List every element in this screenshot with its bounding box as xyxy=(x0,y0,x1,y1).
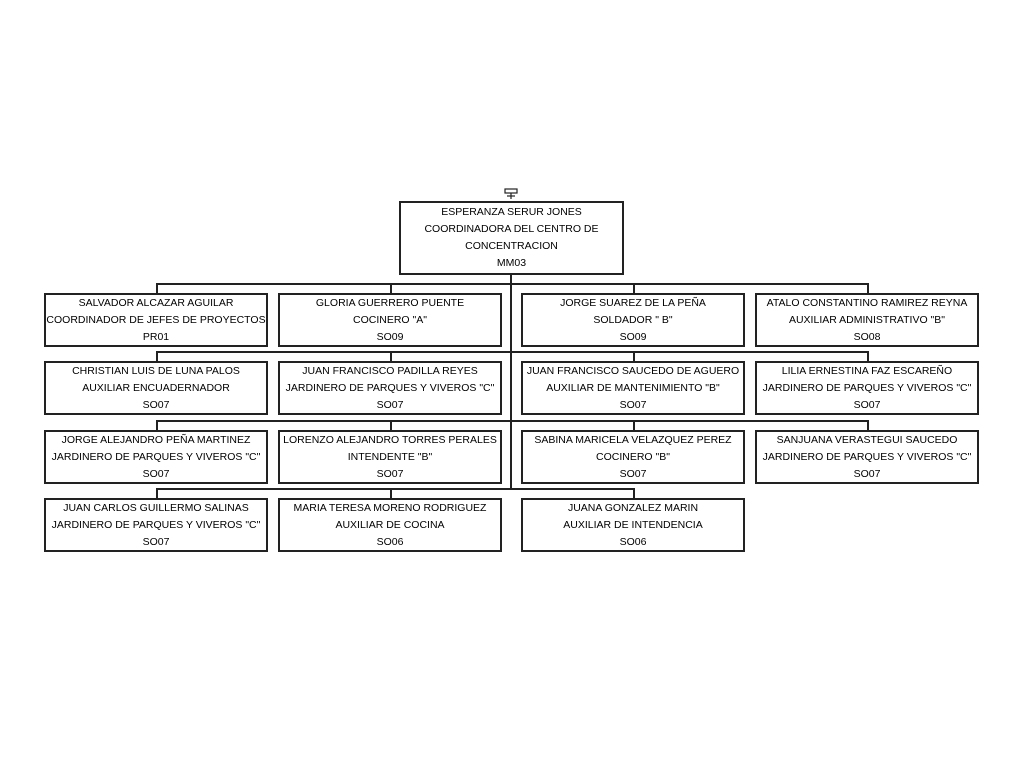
row-connector-4 xyxy=(156,488,633,490)
drop-line-3-4 xyxy=(867,420,869,430)
employee-name: LILIA ERNESTINA FAZ ESCAREÑO xyxy=(781,364,953,377)
row-connector-2 xyxy=(156,351,867,353)
job-title: AUXILIAR ENCUADERNADOR xyxy=(82,381,230,394)
employee-name: JUAN FRANCISCO PADILLA REYES xyxy=(302,364,478,377)
job-title: JARDINERO DE PARQUES Y VIVEROS "C" xyxy=(285,381,495,394)
position-box: JORGE SUAREZ DE LA PEÑA SOLDADOR " B" SO09 xyxy=(521,293,745,347)
drop-line-4-2 xyxy=(390,488,392,498)
employee-name: MARIA TERESA MORENO RODRIGUEZ xyxy=(293,501,487,514)
drop-line-4-3 xyxy=(633,488,635,498)
job-title: AUXILIAR DE COCINA xyxy=(335,518,445,531)
position-box: SABINA MARICELA VELAZQUEZ PEREZ COCINERO … xyxy=(521,430,745,484)
job-title: JARDINERO DE PARQUES Y VIVEROS "C" xyxy=(51,450,261,463)
job-title: COCINERO "B" xyxy=(596,450,670,463)
job-title: COCINERO "A" xyxy=(353,313,427,326)
position-box: LILIA ERNESTINA FAZ ESCAREÑO JARDINERO DE… xyxy=(755,361,979,415)
job-code: SO07 xyxy=(376,467,404,480)
job-title: JARDINERO DE PARQUES Y VIVEROS "C" xyxy=(51,518,261,531)
root-box: ESPERANZA SERUR JONES COORDINADORA DEL C… xyxy=(399,201,624,275)
position-box: SALVADOR ALCAZAR AGUILAR COORDINADOR DE J… xyxy=(44,293,268,347)
employee-name: SABINA MARICELA VELAZQUEZ PEREZ xyxy=(534,433,732,446)
job-title: COORDINADOR DE JEFES DE PROYECTOS xyxy=(46,313,266,326)
drop-line-1-2 xyxy=(390,283,392,293)
drop-line-3-3 xyxy=(633,420,635,430)
job-code: SO07 xyxy=(619,398,647,411)
trunk-line xyxy=(510,275,512,490)
job-code: SO09 xyxy=(619,330,647,343)
drop-line-2-3 xyxy=(633,351,635,361)
job-code: SO07 xyxy=(853,467,881,480)
drop-line-3-2 xyxy=(390,420,392,430)
root-code: MM03 xyxy=(496,257,527,269)
root-name: ESPERANZA SERUR JONES xyxy=(441,206,582,218)
employee-name: GLORIA GUERRERO PUENTE xyxy=(315,296,465,309)
org-chart-icon xyxy=(504,188,518,199)
drop-line-1-1 xyxy=(156,283,158,293)
job-code: SO07 xyxy=(142,398,170,411)
job-code: SO06 xyxy=(376,535,404,548)
employee-name: JUAN CARLOS GUILLERMO SALINAS xyxy=(63,501,249,514)
row-connector-1 xyxy=(156,283,867,285)
drop-line-2-4 xyxy=(867,351,869,361)
employee-name: JORGE ALEJANDRO PEÑA MARTINEZ xyxy=(61,433,251,446)
job-title: AUXILIAR ADMINISTRATIVO "B" xyxy=(788,313,946,326)
employee-name: JUANA GONZALEZ MARIN xyxy=(567,501,699,514)
position-box: ATALO CONSTANTINO RAMIREZ REYNA AUXILIAR … xyxy=(755,293,979,347)
job-title: JARDINERO DE PARQUES Y VIVEROS "C" xyxy=(762,450,972,463)
position-box: GLORIA GUERRERO PUENTE COCINERO "A" SO09 xyxy=(278,293,502,347)
root-title-line1: COORDINADORA DEL CENTRO DE xyxy=(424,223,599,235)
job-code: SO07 xyxy=(376,398,404,411)
drop-line-2-1 xyxy=(156,351,158,361)
job-title: AUXILIAR DE INTENDENCIA xyxy=(563,518,703,531)
drop-line-3-1 xyxy=(156,420,158,430)
row-connector-3 xyxy=(156,420,867,422)
position-box: JUAN CARLOS GUILLERMO SALINAS JARDINERO D… xyxy=(44,498,268,552)
job-code: PR01 xyxy=(142,330,170,343)
job-code: SO07 xyxy=(142,467,170,480)
job-title: AUXILIAR DE MANTENIMIENTO "B" xyxy=(546,381,720,394)
job-code: SO09 xyxy=(376,330,404,343)
job-code: SO07 xyxy=(619,467,647,480)
drop-line-4-1 xyxy=(156,488,158,498)
employee-name: JORGE SUAREZ DE LA PEÑA xyxy=(560,296,706,309)
position-box: JUANA GONZALEZ MARIN AUXILIAR DE INTENDEN… xyxy=(521,498,745,552)
position-box: LORENZO ALEJANDRO TORRES PERALES INTENDEN… xyxy=(278,430,502,484)
drop-line-1-3 xyxy=(633,283,635,293)
job-code: SO06 xyxy=(619,535,647,548)
employee-name: SANJUANA VERASTEGUI SAUCEDO xyxy=(776,433,958,446)
position-box: JUAN FRANCISCO SAUCEDO DE AGUERO AUXILIAR… xyxy=(521,361,745,415)
position-box: MARIA TERESA MORENO RODRIGUEZ AUXILIAR DE… xyxy=(278,498,502,552)
position-box: JUAN FRANCISCO PADILLA REYES JARDINERO DE… xyxy=(278,361,502,415)
employee-name: ATALO CONSTANTINO RAMIREZ REYNA xyxy=(766,296,968,309)
job-code: SO08 xyxy=(853,330,881,343)
position-box: SANJUANA VERASTEGUI SAUCEDO JARDINERO DE … xyxy=(755,430,979,484)
job-code: SO07 xyxy=(142,535,170,548)
drop-line-1-4 xyxy=(867,283,869,293)
job-code: SO07 xyxy=(853,398,881,411)
root-title-line2: CONCENTRACION xyxy=(465,240,558,252)
employee-name: CHRISTIAN LUIS DE LUNA PALOS xyxy=(72,364,240,377)
employee-name: LORENZO ALEJANDRO TORRES PERALES xyxy=(283,433,497,446)
job-title: SOLDADOR " B" xyxy=(593,313,673,326)
drop-line-2-2 xyxy=(390,351,392,361)
job-title: INTENDENTE "B" xyxy=(347,450,433,463)
employee-name: SALVADOR ALCAZAR AGUILAR xyxy=(78,296,234,309)
position-box: CHRISTIAN LUIS DE LUNA PALOS AUXILIAR ENC… xyxy=(44,361,268,415)
job-title: JARDINERO DE PARQUES Y VIVEROS "C" xyxy=(762,381,972,394)
employee-name: JUAN FRANCISCO SAUCEDO DE AGUERO xyxy=(526,364,740,377)
position-box: JORGE ALEJANDRO PEÑA MARTINEZ JARDINERO D… xyxy=(44,430,268,484)
